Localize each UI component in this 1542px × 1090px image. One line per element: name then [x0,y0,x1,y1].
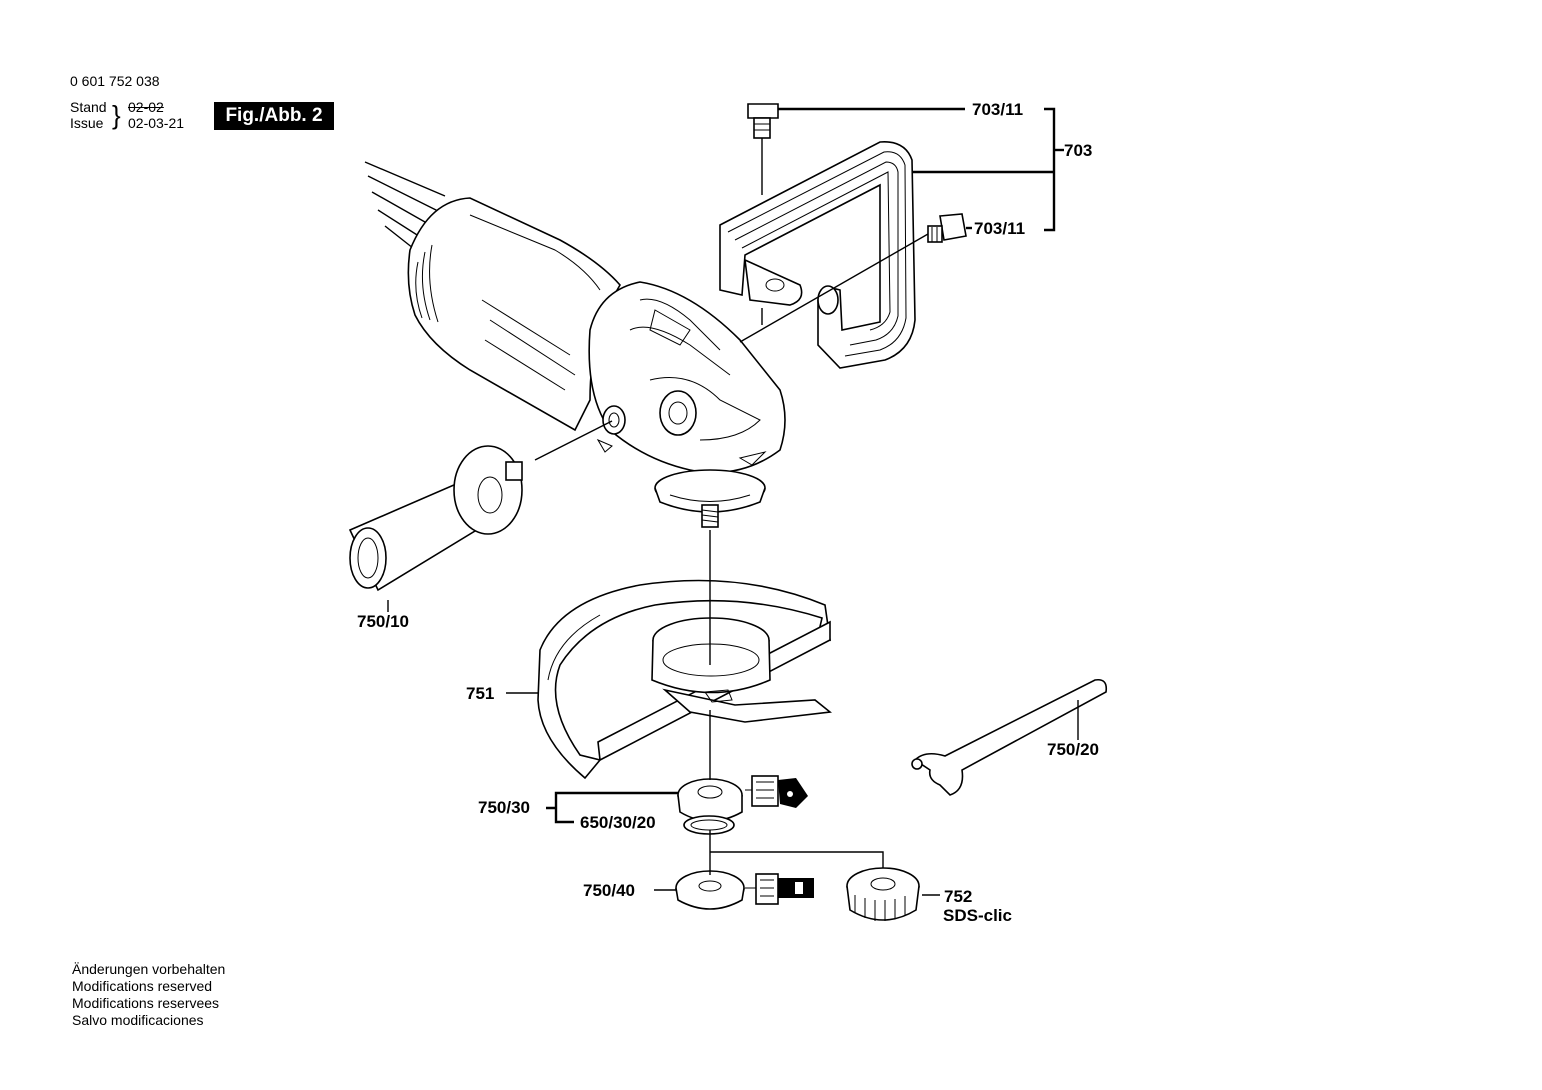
part-number: 0 601 752 038 [70,73,160,89]
o-ring [683,815,735,835]
callout-screw-top: 703/11 [972,100,1023,119]
mounting-flange [677,778,743,822]
callout-side-handle: 750/10 [357,612,409,631]
figure-badge: Fig./Abb. 2 [214,102,334,130]
callout-flange: 750/30 [478,798,530,817]
quick-clamping-nut [846,867,920,921]
revision-brace: } [112,100,121,130]
callout-nut: 750/40 [583,881,635,900]
notice-line-de: Änderungen vorbehalten [72,961,226,977]
side-handle [348,445,523,592]
stand-label: Stand [70,99,107,115]
issue-label: Issue [70,115,104,131]
leader-lines [387,107,1079,896]
handle-bracket [719,141,916,369]
callout-clic-nut-number: 752 [944,887,972,906]
flange-orientation-icon [751,775,808,808]
notice-line-fr: Modifications reservees [72,995,220,1011]
callout-clic-nut-name: SDS-clic [943,906,1012,925]
wheel-guard [537,579,832,780]
stand-value: 02-02 [128,99,164,115]
modifications-notice: Änderungen vorbehalten Modifications res… [72,961,225,1029]
notice-line-es: Salvo modificaciones [72,1012,204,1028]
issue-value: 02-03-21 [128,115,185,131]
spanner-wrench [911,678,1108,796]
screw-side [927,213,967,243]
callout-screw-side: 703/11 [974,219,1025,238]
notice-line-en: Modifications reserved [72,978,213,994]
callout-handle-bracket: 703 [1064,141,1092,160]
nut-orientation-icon [755,873,814,905]
callout-wrench: 750/20 [1047,740,1099,759]
callout-o-ring: 650/30/20 [580,813,656,832]
screw-top [747,103,779,139]
callout-guard: 751 [466,684,494,703]
grinder-body [364,161,786,528]
clamping-nut [675,870,745,910]
